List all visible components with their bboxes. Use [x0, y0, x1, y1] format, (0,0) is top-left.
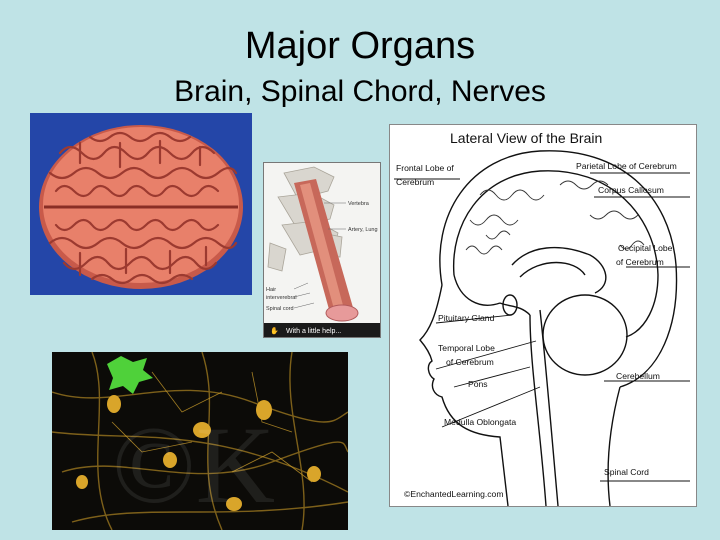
spine-caption: With a little help...: [286, 328, 341, 335]
lateral-brain-diagram: Lateral View of the Brain: [389, 124, 697, 507]
spine-label-hair: Hair: [266, 287, 276, 293]
diagram-credit: ©EnchantedLearning.com: [404, 489, 504, 499]
neuron-photo: ©K: [52, 352, 348, 530]
spine-label-vertebra: Vertebra: [348, 201, 370, 207]
label-medulla: Medulla Oblongata: [444, 417, 516, 427]
label-spinal-cord: Spinal Cord: [604, 467, 649, 477]
spine-label-spinal-cord: Spinal cord: [266, 306, 294, 312]
label-occipital-2: of Cerebrum: [616, 257, 664, 267]
slide-subtitle: Brain, Spinal Chord, Nerves: [174, 75, 546, 108]
label-occipital-1: Occipital Lobe: [618, 243, 673, 253]
watermark: ©K: [112, 404, 275, 526]
label-frontal-2: Cerebrum: [396, 177, 434, 187]
spine-label-artery: Artery, Lung: [348, 227, 378, 233]
spine-label-intervertebral: interverebral: [266, 295, 297, 301]
label-cerebellum: Cerebellum: [616, 371, 660, 381]
label-temporal-2: of Cerebrum: [446, 357, 494, 367]
label-frontal-1: Frontal Lobe of: [396, 163, 454, 173]
brain-photo: [30, 113, 252, 295]
spinal-cord-illustration: Vertebra Artery, Lung Hair interverebral…: [263, 162, 381, 338]
label-pituitary: Pituitary Gland: [438, 313, 495, 323]
slide-title: Major Organs: [244, 25, 476, 67]
label-pons: Pons: [468, 379, 488, 389]
label-parietal: Parietal Lobe of Cerebrum: [576, 161, 677, 171]
hand-icon: ✋: [270, 326, 279, 335]
diagram-title: Lateral View of the Brain: [450, 130, 602, 146]
label-temporal-1: Temporal Lobe: [438, 343, 495, 353]
label-corpus-callosum: Corpus Callosum: [598, 185, 664, 195]
